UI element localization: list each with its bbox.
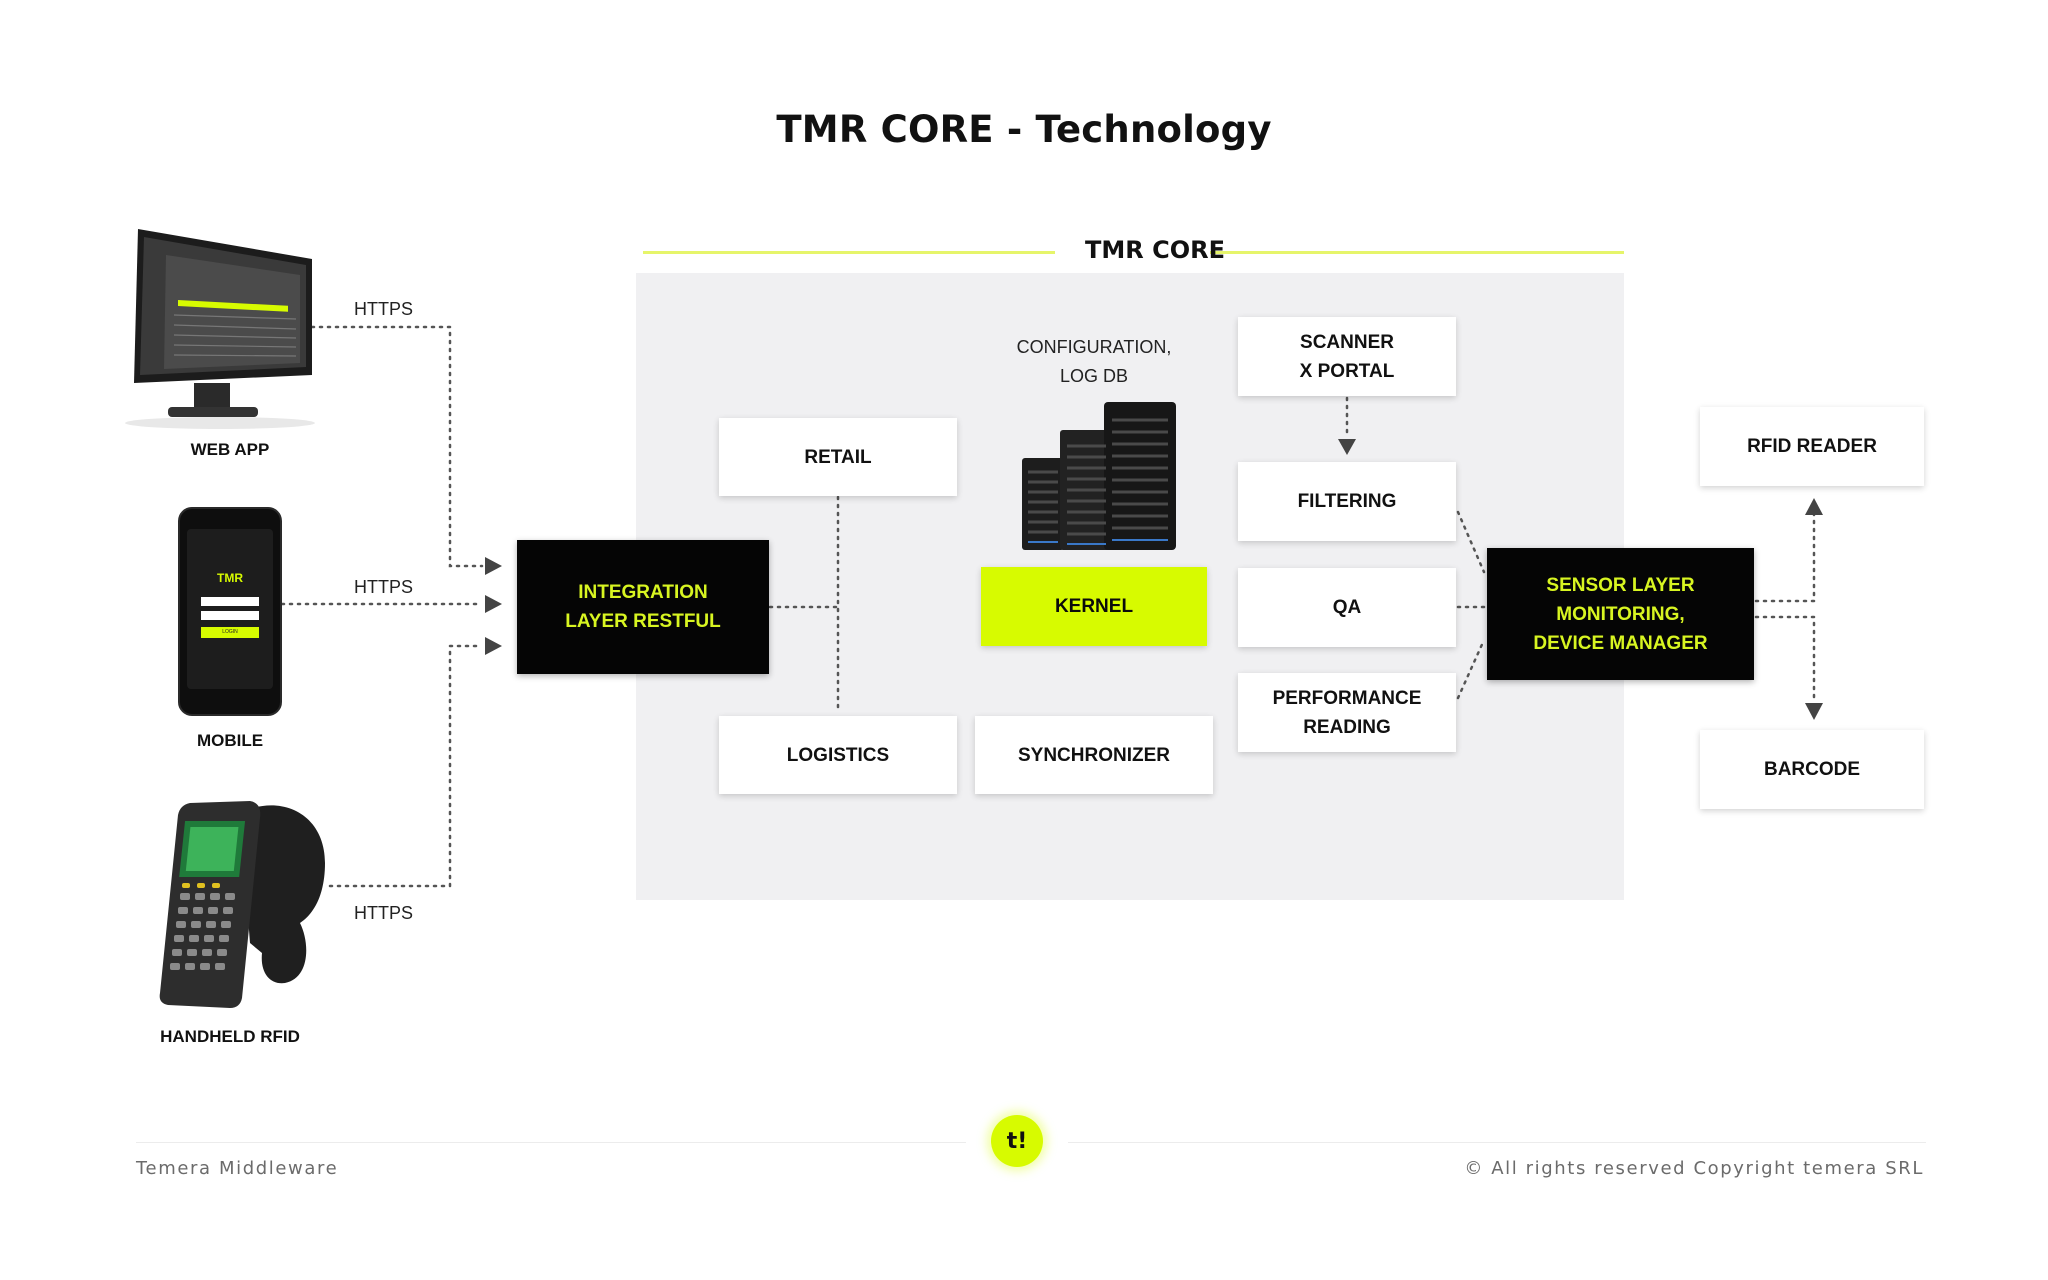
phone-username-field [201,597,259,606]
server-stack-icon [1022,402,1176,550]
performance-reading-box: PERFORMANCE READING [1238,673,1456,752]
https-label-webapp: HTTPS [354,299,414,319]
arrow-filtering [1338,439,1356,455]
integration-layer-box: INTEGRATION LAYER RESTFUL [517,540,769,674]
footer-left-text: Temera Middleware [136,1158,339,1179]
web-app-label: WEB APP [190,440,270,459]
mobile-label: MOBILE [196,731,264,750]
retail-box: RETAIL [719,418,957,496]
qa-box: QA [1238,568,1456,647]
scanner-portal-box: SCANNER X PORTAL [1238,317,1456,396]
filtering-box: FILTERING [1238,462,1456,541]
connector-sensor-rfid [1754,512,1816,603]
phone-screen: TMR LOGIN [187,529,273,689]
phone-password-field [201,611,259,620]
config-db-label: CONFIGURATION, LOG DB [1016,337,1172,386]
rfid-reader-box: RFID READER [1700,407,1924,486]
connector-performance-sensor [1456,638,1486,700]
handheld-illustration [159,801,325,1008]
temera-logo-badge: t! [991,1115,1043,1167]
handheld-label: HANDHELD RFID [160,1027,300,1046]
barcode-box: BARCODE [1700,730,1924,809]
phone-app-logo: TMR [217,571,243,585]
monitor-illustration [125,229,315,429]
kernel-box: KERNEL [981,567,1207,646]
core-header-line-left [643,251,1055,254]
https-label-handheld: HTTPS [354,903,414,923]
phone-login-button: LOGIN [201,627,259,638]
logistics-box: LOGISTICS [719,716,957,794]
connector-webapp [310,325,484,568]
footer-divider-right [1068,1142,1926,1143]
connector-filtering-sensor [1456,510,1486,574]
page-title: TMR CORE - Technology [776,108,1272,151]
arrow-handheld [485,637,502,655]
footer-copyright: © All rights reserved Copyright temera S… [1464,1158,1924,1179]
sensor-layer-box: SENSOR LAYER MONITORING, DEVICE MANAGER [1487,548,1754,680]
core-header-line-right [1210,251,1624,254]
https-label-mobile: HTTPS [354,577,414,597]
arrow-barcode [1805,703,1823,720]
footer-divider-left [136,1142,966,1143]
connector-sensor-barcode [1754,615,1816,702]
connector-handheld [328,644,484,888]
arrow-rfid [1805,498,1823,515]
core-label: TMR CORE [1085,236,1225,264]
phone-illustration: TMR LOGIN [178,507,282,716]
arrow-mobile [485,595,502,613]
synchronizer-box: SYNCHRONIZER [975,716,1213,794]
arrow-webapp [485,557,502,575]
